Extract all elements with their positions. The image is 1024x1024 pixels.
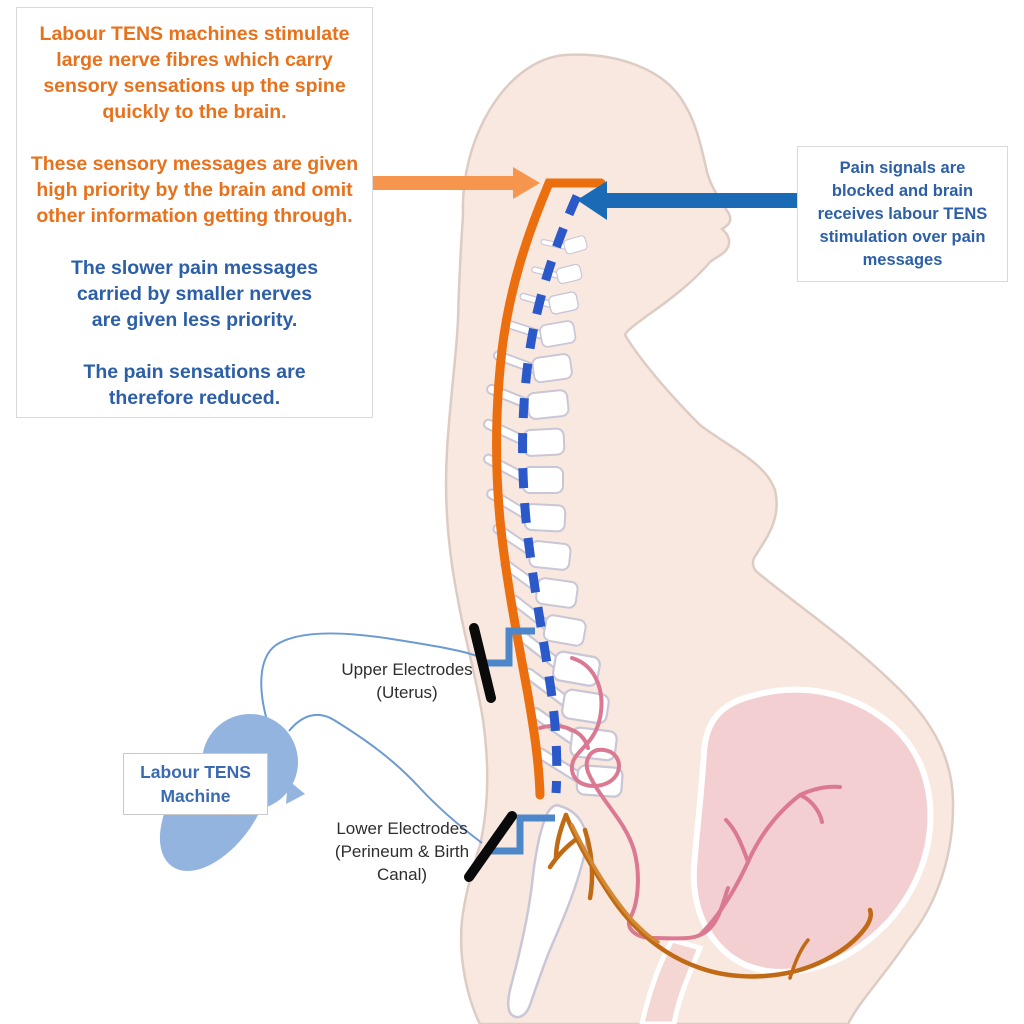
pain-box-line: blocked and brain bbox=[831, 181, 974, 200]
explanation-line: quickly to the brain. bbox=[102, 101, 287, 123]
lower-electrodes-label-line: Lower Electrodes bbox=[336, 819, 468, 838]
electrode-brackets bbox=[484, 627, 555, 855]
explanation-line: therefore reduced. bbox=[108, 387, 281, 409]
sacrum-bone bbox=[507, 804, 588, 1019]
machine-label-box: Labour TENS Machine bbox=[123, 753, 268, 815]
upper-electrode-wire bbox=[260, 632, 478, 725]
explanation-line: sensory sensations up the spine bbox=[43, 75, 346, 97]
lower-electrodes-label-line: (Perineum & Birth bbox=[334, 842, 470, 861]
upper-electrodes-label-line: (Uterus) bbox=[376, 683, 438, 702]
lower-electrode-bracket bbox=[486, 814, 555, 855]
lower-electrodes-label: Lower Electrodes (Perineum & Birth Canal… bbox=[327, 817, 477, 886]
pain-signals-box: Pain signals are blocked and brain recei… bbox=[797, 146, 1008, 282]
orange-arrow-icon bbox=[373, 167, 540, 199]
machine-label-line: Labour TENS bbox=[140, 762, 251, 782]
explanation-line: The slower pain messages bbox=[70, 257, 319, 279]
lower-electrode-wire bbox=[288, 713, 483, 844]
pain-nerves-brown bbox=[547, 812, 874, 980]
upper-electrodes-label: Upper Electrodes (Uterus) bbox=[337, 658, 477, 704]
lower-electrodes-label-line: Canal) bbox=[376, 865, 428, 884]
explanation-box: Labour TENS machines stimulate large ner… bbox=[16, 7, 373, 418]
pain-box-line: stimulation over pain bbox=[819, 227, 986, 246]
pain-box-line: Pain signals are bbox=[839, 158, 966, 177]
pain-box-line: messages bbox=[862, 250, 943, 269]
pain-box-line: receives labour TENS bbox=[817, 204, 988, 223]
tens-signal-dashed-line bbox=[518, 194, 582, 794]
explanation-line: large nerve fibres which carry bbox=[56, 49, 333, 71]
sensory-signal-line bbox=[491, 178, 606, 800]
explanation-line: carried by smaller nerves bbox=[76, 283, 313, 305]
lower-electrode bbox=[464, 811, 517, 882]
uterus-shape bbox=[690, 686, 934, 975]
explanation-line: high priority by the brain and omit bbox=[36, 179, 353, 201]
pain-nerves-pink bbox=[538, 656, 842, 941]
machine-label-line: Machine bbox=[160, 786, 231, 806]
explanation-line: other information getting through. bbox=[36, 205, 353, 227]
upper-electrode-bracket bbox=[484, 627, 535, 667]
spine-vertebrae bbox=[481, 227, 626, 1019]
electrode-wires bbox=[260, 632, 483, 844]
explanation-line: are given less priority. bbox=[91, 309, 298, 331]
explanation-line: The pain sensations are bbox=[83, 361, 306, 383]
explanation-line: Labour TENS machines stimulate bbox=[39, 23, 350, 45]
explanation-line: These sensory messages are given bbox=[30, 153, 359, 175]
upper-electrode bbox=[469, 623, 496, 703]
upper-electrodes-label-line: Upper Electrodes bbox=[341, 660, 473, 679]
blue-arrow-icon bbox=[577, 181, 798, 220]
